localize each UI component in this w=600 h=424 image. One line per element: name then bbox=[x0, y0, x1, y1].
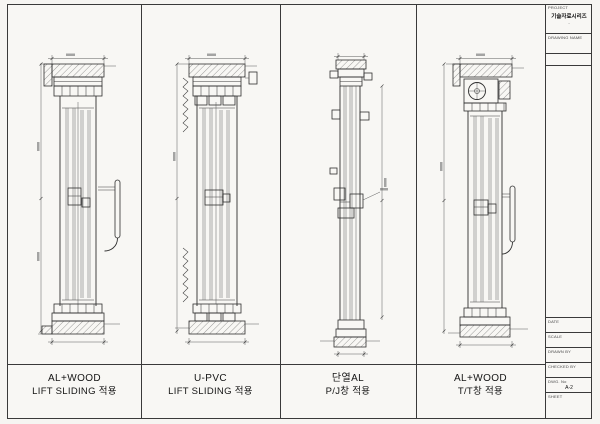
panel-label-line2: P/J창 적용 bbox=[325, 386, 371, 397]
head-section bbox=[40, 63, 116, 97]
dimension-left bbox=[173, 62, 179, 334]
insulation-zigzag-bottom bbox=[182, 247, 189, 303]
sill-section bbox=[38, 303, 120, 335]
drawing-name-label: DRAWING NAME bbox=[548, 35, 583, 40]
row-label: DWG. No bbox=[548, 379, 567, 384]
dimension-left bbox=[37, 62, 43, 334]
title-block-row-drawn: DRAWN BY bbox=[546, 348, 592, 363]
panel-label-line2: T/T창 적용 bbox=[457, 386, 504, 397]
glass-section bbox=[196, 96, 238, 306]
section-drawing-al-wood-tt bbox=[440, 53, 528, 348]
sill-section bbox=[320, 319, 380, 348]
title-block-drawing-name-cell: DRAWING NAME bbox=[546, 34, 592, 54]
dimension-top bbox=[334, 53, 368, 60]
glass-section bbox=[329, 86, 370, 320]
project-title: 기술자료시리즈 bbox=[551, 14, 587, 20]
head-section bbox=[329, 59, 373, 87]
panel-divider-2 bbox=[280, 4, 281, 419]
panel-divider-3 bbox=[416, 4, 417, 419]
title-block-row-sheet: SHEET bbox=[546, 393, 592, 419]
dimension-top bbox=[48, 53, 108, 64]
title-block-row-date: DATE bbox=[546, 318, 592, 333]
project-label: PROJECT bbox=[548, 5, 569, 10]
panel-label-line2: LIFT SLIDING 적용 bbox=[168, 386, 253, 397]
panel-label-line1: 단열AL bbox=[331, 373, 365, 384]
panel-label-al-wood-lift: AL+WOOD LIFT SLIDING 적용 bbox=[8, 372, 141, 398]
mid-lock-detail bbox=[67, 187, 91, 208]
title-block-thin-cell bbox=[546, 54, 592, 66]
dimension-left bbox=[440, 62, 446, 334]
door-handle-icon bbox=[98, 179, 121, 252]
glass-section bbox=[467, 111, 503, 308]
head-section bbox=[177, 63, 258, 106]
panel-label-insulated-al: 단열AL P/J창 적용 bbox=[280, 372, 416, 398]
panel-label-line2: LIFT SLIDING 적용 bbox=[32, 386, 117, 397]
glass-section bbox=[59, 96, 97, 306]
panel-u-pvc-lift-sliding: U-PVC LIFT SLIDING 적용 bbox=[141, 4, 280, 419]
sill-section bbox=[448, 307, 528, 338]
panel-divider-1 bbox=[141, 4, 142, 419]
row-label: CHECKED BY bbox=[548, 364, 577, 369]
section-drawing-u-pvc-lift bbox=[173, 53, 259, 345]
section-drawing-insulated-al bbox=[320, 53, 388, 357]
dimension-bottom bbox=[456, 341, 516, 348]
title-block: PROJECT 기술자료시리즈 - DRAWING NAME DATE SCAL… bbox=[545, 4, 592, 419]
dimension-top bbox=[185, 53, 249, 64]
mid-lock-detail bbox=[204, 189, 231, 206]
dimension-bottom bbox=[334, 351, 368, 357]
row-value: A-2 bbox=[565, 385, 573, 391]
insulation-zigzag-top bbox=[182, 77, 189, 133]
title-block-project-cell: PROJECT 기술자료시리즈 - bbox=[546, 4, 592, 34]
dimension-top bbox=[456, 53, 516, 64]
dimension-right bbox=[380, 84, 387, 320]
row-label: DRAWN BY bbox=[548, 349, 572, 354]
dimension-bottom bbox=[48, 338, 108, 345]
dimension-bottom bbox=[185, 338, 249, 345]
section-drawing-al-wood-lift bbox=[37, 53, 121, 345]
panel-label-u-pvc-lift: U-PVC LIFT SLIDING 적용 bbox=[141, 372, 280, 398]
panel-insulated-al-pj: 단열AL P/J창 적용 bbox=[280, 4, 416, 419]
panel-al-wood-lift-sliding: AL+WOOD LIFT SLIDING 적용 bbox=[8, 4, 141, 419]
head-section bbox=[446, 63, 524, 112]
mid-lock-detail bbox=[473, 199, 497, 216]
panel-label-line1: U-PVC bbox=[193, 373, 228, 384]
panel-label-line1: AL+WOOD bbox=[453, 373, 508, 384]
label-separator-line bbox=[7, 364, 546, 365]
mid-lock-detail bbox=[333, 187, 388, 219]
title-block-spacer-cell bbox=[546, 66, 592, 318]
panel-al-wood-tt: AL+WOOD T/T창 적용 bbox=[416, 4, 545, 419]
title-block-row-checked: CHECKED BY bbox=[546, 363, 592, 378]
row-label: DATE bbox=[548, 319, 560, 324]
door-handle-icon bbox=[502, 185, 516, 255]
project-subtitle: - bbox=[568, 20, 570, 25]
row-label: SCALE bbox=[548, 334, 563, 339]
panel-label-line1: AL+WOOD bbox=[47, 373, 102, 384]
panel-label-al-wood-tt: AL+WOOD T/T창 적용 bbox=[416, 372, 545, 398]
title-block-row-dwg-no: DWG. No A-2 bbox=[546, 378, 592, 393]
row-label: SHEET bbox=[548, 394, 563, 399]
title-block-row-scale: SCALE bbox=[546, 333, 592, 348]
sill-section bbox=[175, 303, 259, 335]
